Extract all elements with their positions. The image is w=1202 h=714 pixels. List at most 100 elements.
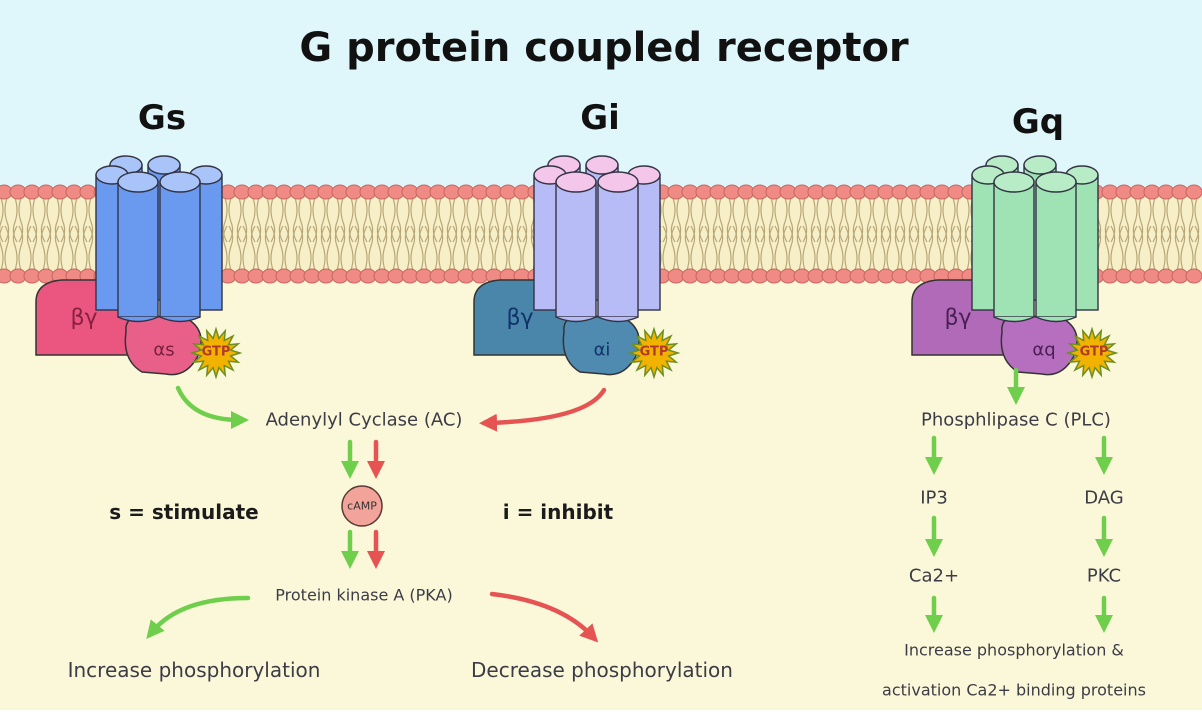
lipid-tail-pair: [488, 197, 500, 243]
lipid-tail-pair: [320, 225, 332, 271]
receptor-helix-bottom: [117, 316, 159, 323]
lipid-tail-pair: [768, 225, 780, 271]
lipid-tail-pair: [0, 197, 10, 243]
lipid-tail-pair: [852, 225, 864, 271]
receptor-helix-bottom: [555, 316, 597, 323]
gq-title: Gq: [1011, 102, 1065, 142]
lipid-tail-pair: [1146, 197, 1158, 243]
gi-alpha-label: αi: [593, 339, 611, 361]
gi-gtp-star: [627, 326, 681, 380]
lipid-tail-pair: [26, 197, 38, 243]
lipid-tail-pair: [754, 225, 766, 271]
lipid-tail-pair: [782, 225, 794, 271]
pka-to-decrease-arrow: [489, 591, 599, 643]
gi-beta-gamma-label: βγ: [506, 305, 534, 331]
lipid-tail-pair: [306, 225, 318, 271]
lipid-tail-pair: [950, 225, 962, 271]
lipid-tail-pair: [796, 225, 808, 271]
lipid-tail-pair: [1104, 197, 1116, 243]
lipid-tail-pair: [516, 197, 528, 243]
lipid-tail-pair: [376, 225, 388, 271]
lipid-tail-pair: [348, 197, 360, 243]
lipid-tail-pair: [726, 225, 738, 271]
lipid-tail-pair: [1146, 225, 1158, 271]
lipid-tail-pair: [278, 225, 290, 271]
lipid-tail-pair: [782, 197, 794, 243]
lipid-tail-pair: [502, 225, 514, 271]
lipid-tail-pair: [670, 225, 682, 271]
lipid-tail-pair: [754, 197, 766, 243]
lipid-tail-pair: [908, 225, 920, 271]
lipid-tail-pair: [936, 197, 948, 243]
receptor-helix-top: [1023, 155, 1057, 175]
lipid-tail-pair: [54, 197, 66, 243]
lipid-tail-pair: [908, 197, 920, 243]
lipid-tail-pair: [488, 225, 500, 271]
lipid-tail-pair: [12, 225, 24, 271]
lipid-tail-pair: [852, 197, 864, 243]
receptor-helix-bottom: [1035, 316, 1077, 323]
lipid-tail-pair: [0, 225, 10, 271]
gq-result-line-1: Increase phosphorylation &: [904, 640, 1124, 660]
receptor-helix-top: [159, 171, 201, 193]
lipid-tail-pair: [390, 225, 402, 271]
gq-alpha-label: αq: [1032, 339, 1056, 361]
lipid-tail-pair: [684, 225, 696, 271]
lipid-tail-pair: [838, 197, 850, 243]
lipid-tail-pair: [264, 197, 276, 243]
lipid-tail-pair: [768, 197, 780, 243]
lipid-tail-pair: [348, 225, 360, 271]
lipid-tail-pair: [306, 197, 318, 243]
lipid-tail-pair: [40, 197, 52, 243]
lipid-tail-pair: [236, 197, 248, 243]
lipid-tail-pair: [446, 197, 458, 243]
stimulate-legend: s = stimulate: [109, 500, 259, 524]
lipid-tail-pair: [474, 225, 486, 271]
gq-gtp-label: GTP: [1079, 344, 1109, 360]
lipid-tail-pair: [292, 225, 304, 271]
lipid-tail-pair: [362, 197, 374, 243]
lipid-tail-pair: [838, 225, 850, 271]
lipid-tail-pair: [894, 225, 906, 271]
lipid-tail-pair: [516, 225, 528, 271]
lipid-tail-pair: [1132, 197, 1144, 243]
lipid-tail-pair: [292, 197, 304, 243]
lipid-tail-pair: [712, 225, 724, 271]
lipid-tail-pair: [390, 197, 402, 243]
receptor-helix-front: [1035, 181, 1077, 318]
gs-title: Gs: [137, 98, 187, 138]
gs-beta-gamma-label: βγ: [70, 305, 98, 331]
lipid-tail-pair: [810, 225, 822, 271]
receptor-helix-front: [159, 181, 201, 318]
receptor-helix-top: [117, 171, 159, 193]
lipid-tail-pair: [922, 197, 934, 243]
lipid-tail-pair: [222, 225, 234, 271]
lipid-tail-pair: [82, 225, 94, 271]
lipid-tail-pair: [334, 225, 346, 271]
gs-gtp-star: [189, 326, 243, 380]
lipid-tail-pair: [432, 225, 444, 271]
lipid-tail-pair: [418, 197, 430, 243]
lipid-tail-pair: [1118, 225, 1130, 271]
lipid-tail-pair: [250, 197, 262, 243]
arrows: [146, 367, 1113, 643]
gi-title: Gi: [580, 98, 620, 138]
lipid-tail-pair: [698, 225, 710, 271]
gq-protein-complex: [911, 155, 1119, 380]
ip3-label: IP3: [920, 487, 948, 509]
lipid-tail-pair: [684, 197, 696, 243]
lipid-tail-pair: [936, 225, 948, 271]
lipid-tail-pair: [376, 197, 388, 243]
dag-label: DAG: [1084, 487, 1124, 509]
page-title: G protein coupled receptor: [299, 25, 909, 71]
lipid-tail-pair: [404, 225, 416, 271]
lipid-tail-pair: [740, 197, 752, 243]
lipid-tail-pair: [950, 197, 962, 243]
lipid-tail-pair: [432, 197, 444, 243]
gq-result-line-2: activation Ca2+ binding proteins: [882, 680, 1146, 700]
lipid-tail-pair: [460, 225, 472, 271]
lipid-tail-pair: [1132, 225, 1144, 271]
pkc-label: PKC: [1086, 565, 1122, 587]
